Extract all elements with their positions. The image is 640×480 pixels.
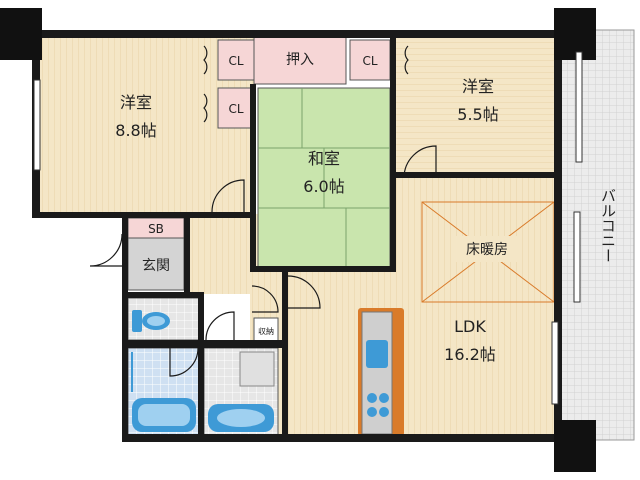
walls xyxy=(32,30,562,442)
western-room-2-size: 5.5帖 xyxy=(457,105,498,124)
western-room-1-size: 8.8帖 xyxy=(115,121,156,140)
closet-top-left xyxy=(217,39,255,81)
balcony-label: バルコニー xyxy=(599,188,617,263)
shoe-box-label: SB xyxy=(148,222,164,236)
kitchen-counter-top xyxy=(361,311,393,435)
storage-label: 収納 xyxy=(258,326,274,336)
toilet-fixture xyxy=(132,310,170,332)
structural-columns xyxy=(0,8,596,472)
japanese-room-name: 和室 xyxy=(308,149,340,168)
oshiire-label: 押入 xyxy=(286,52,314,68)
western-room-2-floor xyxy=(395,36,555,176)
kitchen-sink xyxy=(366,340,388,368)
entrance-floor xyxy=(127,237,185,291)
windows xyxy=(33,51,583,405)
western-room-1-name: 洋室 xyxy=(120,93,152,112)
japanese-room-size: 6.0帖 xyxy=(303,177,344,196)
washing-machine-pan xyxy=(239,351,275,387)
floor-heating-label: 床暖房 xyxy=(466,242,508,258)
closet-label-top-right: CL xyxy=(362,54,377,68)
closet-mid-left xyxy=(217,87,255,129)
western-room-2-name: 洋室 xyxy=(462,77,494,96)
tatami-lines xyxy=(258,88,390,268)
stove-burners xyxy=(367,393,389,417)
bathtub xyxy=(132,398,196,432)
ldk-size: 16.2帖 xyxy=(444,345,496,364)
closet-label-mid-left: CL xyxy=(228,102,243,116)
closet-label-top-left: CL xyxy=(228,54,243,68)
ldk-name: LDK xyxy=(454,317,486,336)
balcony-area xyxy=(559,29,635,441)
entrance-label: 玄関 xyxy=(142,257,170,274)
washbasin xyxy=(208,404,274,432)
floor-heating-label-bg xyxy=(452,236,522,262)
doors xyxy=(89,45,437,377)
